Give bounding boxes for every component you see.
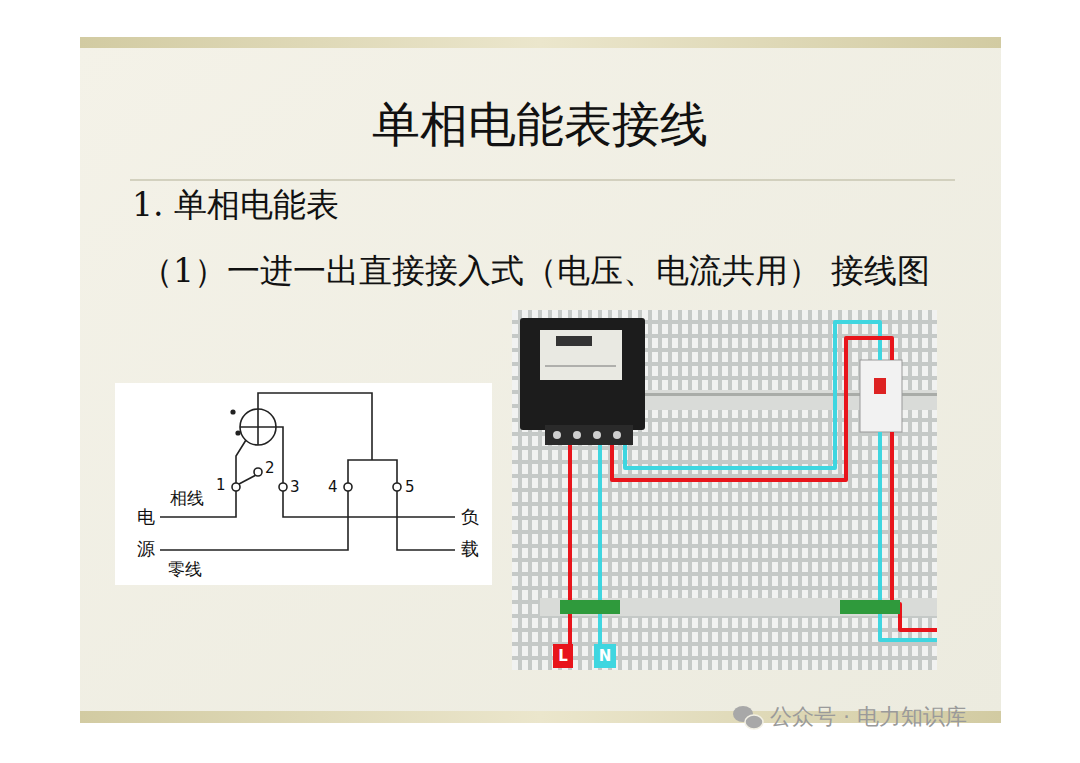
load-label: 负 [461, 508, 479, 526]
slide-title: 单相电能表接线 [0, 100, 1080, 148]
wiring-schematic [115, 383, 492, 585]
phase-terminal-tag: L [553, 644, 573, 668]
terminal-number: 2 [265, 461, 275, 476]
watermark: 公众号 · 电力知识库 [770, 706, 967, 728]
tag-letter: N [599, 649, 612, 664]
tag-letter: L [558, 649, 568, 664]
terminal-number: 5 [405, 480, 415, 495]
source-label: 源 [137, 540, 155, 558]
terminal-number: 3 [290, 480, 300, 495]
terminal-number: 1 [216, 478, 226, 493]
title-rule [130, 179, 955, 181]
source-label: 电 [137, 508, 155, 526]
neutral-terminal-tag: N [594, 644, 616, 668]
subsection-heading: （1）一进一出直接接入式（电压、电流共用） 接线图 [140, 247, 932, 294]
terminal-number: 4 [328, 480, 338, 495]
wire-name: 相线 [170, 490, 204, 507]
wire-name: 零线 [168, 561, 202, 578]
load-label: 载 [461, 540, 479, 558]
panel-photo [512, 310, 937, 670]
top-band [80, 37, 1001, 48]
section-heading: 1. 单相电能表 [132, 188, 339, 221]
wechat-icon [733, 706, 763, 729]
